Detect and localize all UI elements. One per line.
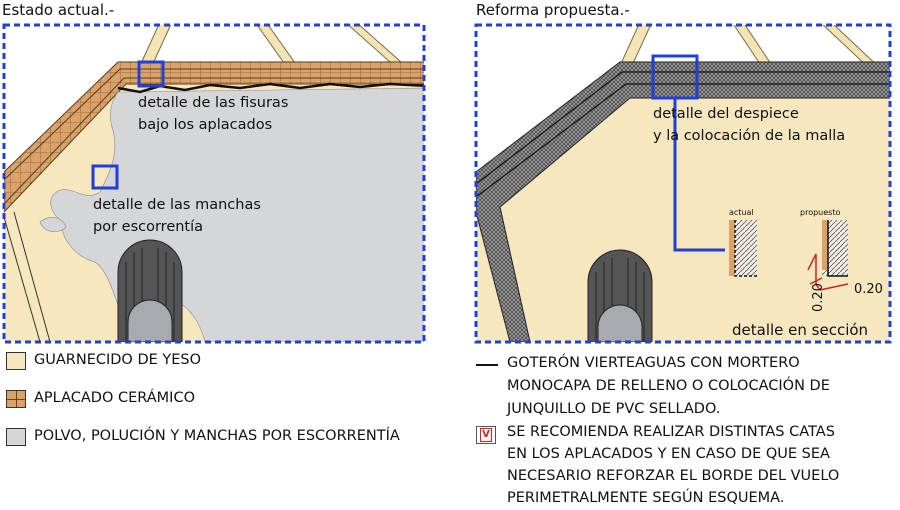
column-element-right [587,249,653,342]
recomendacion-check-icon: V [476,426,496,444]
legend-label-yeso: GUARNECIDO DE YESO [34,352,202,368]
detail-despiece-line1: detalle del despiece [653,106,799,122]
goteron-line-symbol [476,364,498,366]
detail-fisuras-line2: bajo los aplacados [138,117,272,133]
legend-swatch-yeso [6,352,26,370]
detail-manchas-line1: detalle de las manchas [93,197,261,213]
left-panel-title: Estado actual.- [2,1,115,19]
legend-swatch-polvo [6,428,26,446]
left-panel-frame [2,23,426,344]
note-goteron-line2: MONOCAPA DE RELLENO O COLOCACIÓN DE [507,378,830,394]
right-panel-drawing: detalle del despiece y la colocación de … [474,23,892,344]
leader-line [673,98,725,252]
inset-caption: detalle en sección [732,321,868,339]
detail-manchas-line2: por escorrentía [93,219,203,235]
inset-label-actual: actual [729,208,754,217]
detail-box-fisuras [137,60,165,88]
inset-dim-horizontal: 0.20 [854,282,883,297]
inset-dim-vertical: 0.20 [811,283,826,312]
detail-despiece-line2: y la colocación de la malla [653,128,845,144]
right-panel-title: Reforma propuesta.- [476,1,630,19]
inset-label-propuesto: propuesto [800,208,840,217]
inset-actual-tile [729,220,735,276]
malla-band [476,61,890,342]
right-panel-frame [474,23,892,344]
note-recomendacion-line4: PERIMETRALMENTE SEGÚN ESQUEMA. [507,490,785,506]
legend-swatch-ceramico [6,390,26,408]
roof-trusses [137,25,412,71]
note-goteron-line3: JUNQUILLO DE PVC SELLADO. [507,401,721,417]
detail-fisuras-line1: detalle de las fisuras [138,95,288,111]
legend-label-polvo: POLVO, POLUCIÓN Y MANCHAS POR ESCORRENTÍ… [34,428,400,444]
yeso-surface-right [476,82,890,342]
note-goteron-line1: GOTERÓN VIERTEAGUAS CON MORTERO [507,355,800,371]
left-panel-drawing: detalle de las fisuras bajo los aplacado… [2,23,426,344]
aplacado-ceramico-band [4,61,424,213]
legend-label-ceramico: APLACADO CERÁMICO [34,390,195,406]
inset-dimension-marks [807,253,849,291]
column-element [117,239,183,342]
inset-actual-section [735,220,757,276]
detail-box-manchas [91,164,119,190]
note-recomendacion-line3: NECESARIO REFORZAR EL BORDE DEL VUELO [507,468,840,484]
note-recomendacion-line2: EN LOS APLACADOS Y EN CASO DE QUE SEA [507,446,830,462]
note-recomendacion-line1: SE RECOMIENDA REALIZAR DISTINTAS CATAS [507,424,835,440]
